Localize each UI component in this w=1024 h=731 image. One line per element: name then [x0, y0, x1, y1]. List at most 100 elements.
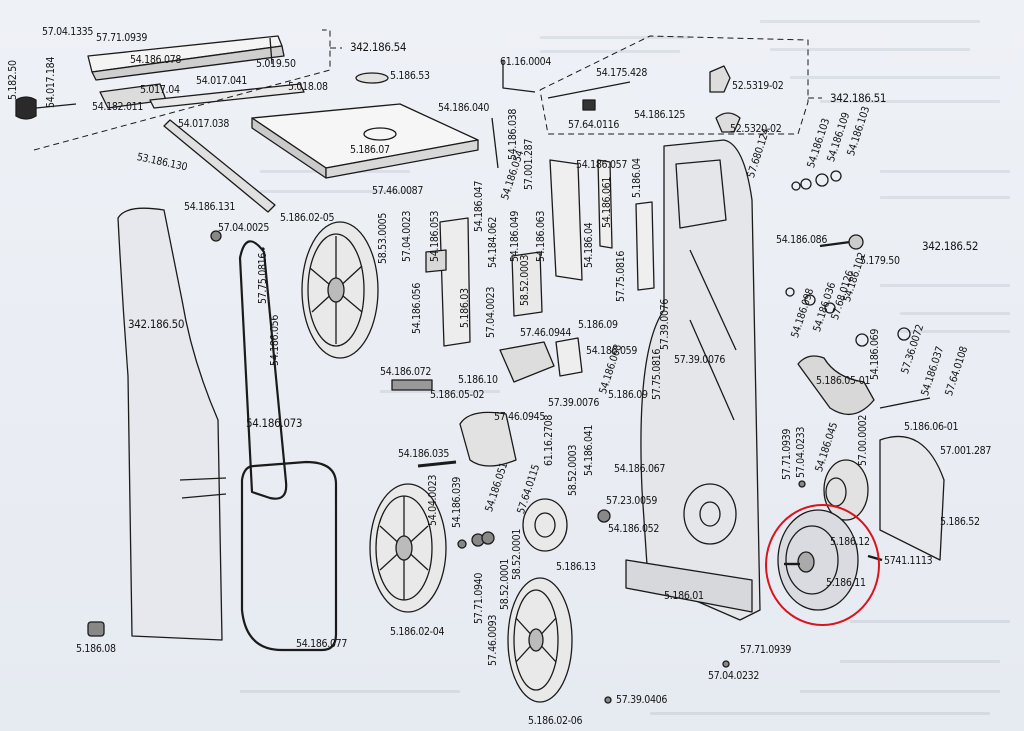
part-label: 57.04.0023	[485, 286, 497, 338]
part-label: 5.186.02-05	[280, 212, 335, 224]
part-label: 5.017.04	[140, 84, 180, 96]
part-label: 57.39.0076	[674, 354, 726, 366]
part-label: 5.186.11	[826, 577, 866, 589]
part-label: 54.186.047	[473, 180, 485, 232]
part-label: 57.71.0939	[96, 32, 148, 44]
rip-fence	[15, 35, 305, 213]
part-label: 57.75.0816	[651, 348, 663, 400]
part-label: 58.53.0005	[377, 212, 389, 264]
part-label: 5.019.50	[256, 58, 296, 70]
part-label: 5.186.02-04	[390, 626, 445, 638]
part-label: 54.017.041	[196, 75, 248, 87]
part-label: 5.186.01	[664, 590, 704, 602]
part-label: 57.75.0816	[615, 250, 627, 302]
part-label: 57.46.0087	[372, 185, 424, 197]
part-label: 5.186.52	[940, 516, 980, 528]
part-label: 5.186.09	[578, 319, 618, 331]
part-label: 5.186.08	[76, 643, 116, 655]
part-label: 342.186.51	[830, 91, 887, 105]
drive-belt	[238, 240, 338, 652]
upper-wheel	[301, 221, 379, 359]
left-guard-cover	[117, 207, 227, 641]
part-label: 57.71.0939	[740, 644, 792, 656]
part-label: 54.186.069	[869, 328, 881, 380]
part-label: 52.5320-02	[730, 123, 782, 135]
tension-parts	[785, 170, 911, 416]
part-label: 5.186.05-01	[816, 375, 871, 387]
part-label: 54.182.011	[92, 101, 144, 113]
part-label: 54.186.040	[438, 102, 490, 114]
part-label: 5.186.07	[350, 144, 390, 156]
part-label: 54.186.039	[451, 476, 463, 528]
lower-wheel	[369, 483, 447, 613]
part-label: 54.186.041	[583, 424, 595, 476]
part-label: 57.71.0939	[781, 428, 793, 480]
part-label: 57.04.0233	[795, 426, 807, 478]
part-label: 57.39.0076	[548, 397, 600, 409]
part-label: 54.186.073	[246, 416, 303, 430]
part-label: 5.182.50	[7, 60, 19, 100]
part-label: 54.186.053	[429, 210, 441, 262]
part-label: 57.64.0116	[568, 119, 620, 131]
assembly-bounds	[33, 29, 822, 151]
part-label: 54.186.086	[776, 234, 828, 246]
part-label: 5.186.05-02	[430, 389, 485, 401]
part-label: 61.16.0004	[500, 56, 552, 68]
part-label: 5.186.02-06	[528, 715, 583, 727]
part-label: 5.186.03	[459, 288, 471, 328]
fasteners	[87, 230, 806, 704]
part-label: 5.186.06-01	[904, 421, 959, 433]
part-label: 57.23.0059	[606, 495, 658, 507]
upper-guide-parts	[391, 159, 655, 391]
part-label: 57.71.0940	[473, 572, 485, 624]
part-label: 5.179.50	[860, 255, 900, 267]
part-label: 54.017.038	[178, 118, 230, 130]
part-label: 5.186.09	[608, 389, 648, 401]
part-label: 54.186.078	[130, 54, 182, 66]
part-label: 54.186.061	[601, 176, 613, 228]
part-label: 61.16.2708	[543, 414, 555, 466]
part-label: 54.186.057	[576, 159, 628, 171]
part-label: 54.175.428	[596, 67, 648, 79]
part-label: 54.186.056	[269, 314, 281, 366]
saw-frame	[625, 139, 761, 621]
part-label: 5.186.53	[390, 70, 430, 82]
part-label: 57.00.0002	[857, 414, 869, 466]
part-label: 57.46.0945	[494, 411, 546, 423]
part-label: 5.018.08	[288, 81, 328, 93]
part-label: 57.04.0023	[401, 210, 413, 262]
part-label: 58.52.0003	[519, 254, 531, 306]
part-label: 57.04.0232	[708, 670, 760, 682]
part-label: 342.186.50	[128, 317, 185, 331]
part-label: 57.04.0025	[218, 222, 270, 234]
front-wheel	[507, 498, 573, 703]
part-label: 54.186.125	[634, 109, 686, 121]
part-label: 58.52.0001	[499, 558, 511, 610]
highlight-circle	[765, 504, 880, 626]
part-label: 54.04.0023	[427, 474, 439, 526]
part-label: 54.186.04	[583, 222, 595, 268]
part-label: 5.186.12	[830, 536, 870, 548]
part-label: 52.5319-02	[732, 80, 784, 92]
part-label: 54.186.035	[398, 448, 450, 460]
part-label: 54.186.063	[535, 210, 547, 262]
part-label: 54.017.184	[45, 56, 57, 108]
part-label: 54.186.056	[411, 282, 423, 334]
part-label: 57.39.0406	[616, 694, 668, 706]
part-label: 5.186.10	[458, 374, 498, 386]
part-label: 58.52.0003	[567, 444, 579, 496]
part-label: 54.186.067	[614, 463, 666, 475]
part-label: 57.001.287	[940, 445, 992, 457]
part-label: 54.186.077	[296, 638, 348, 650]
part-label: 342.186.52	[922, 239, 979, 253]
saw-table	[251, 72, 479, 179]
part-label: 58.52.0001	[511, 528, 523, 580]
part-label: 5741.1113	[884, 555, 933, 567]
part-label: 57.46.0093	[487, 614, 499, 666]
part-label: 5.186.13	[556, 561, 596, 573]
part-label: 57.75.0816	[257, 252, 269, 304]
part-label: 5.186.04	[631, 158, 643, 198]
part-label: 54.186.059	[586, 345, 638, 357]
part-label: 54.186.052	[608, 523, 660, 535]
